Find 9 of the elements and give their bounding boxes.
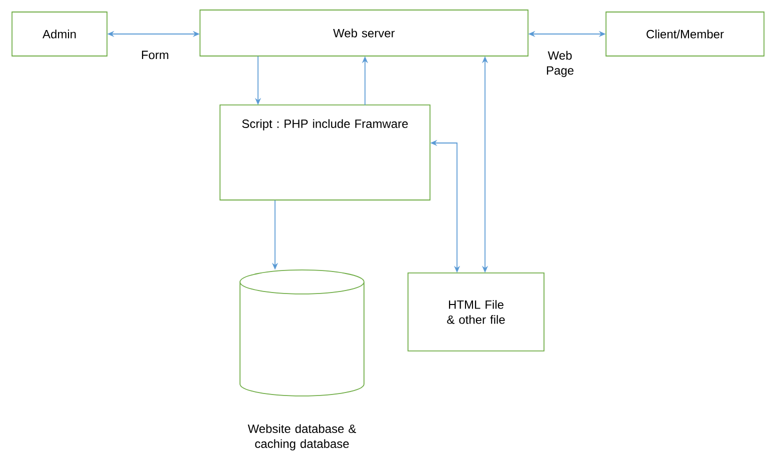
process-box: HTML File & other file — [408, 272, 544, 352]
process-box: Script : PHP include Framware — [220, 104, 430, 200]
process-box: Client/Member — [606, 12, 764, 56]
process-box: Admin — [12, 12, 108, 56]
edge-label: Form — [142, 50, 168, 60]
edge-label: Web Page — [546, 50, 574, 78]
process-box: Web server — [200, 10, 528, 56]
node-caption: Website database & caching database — [248, 424, 356, 450]
database-cylinder — [240, 270, 364, 396]
